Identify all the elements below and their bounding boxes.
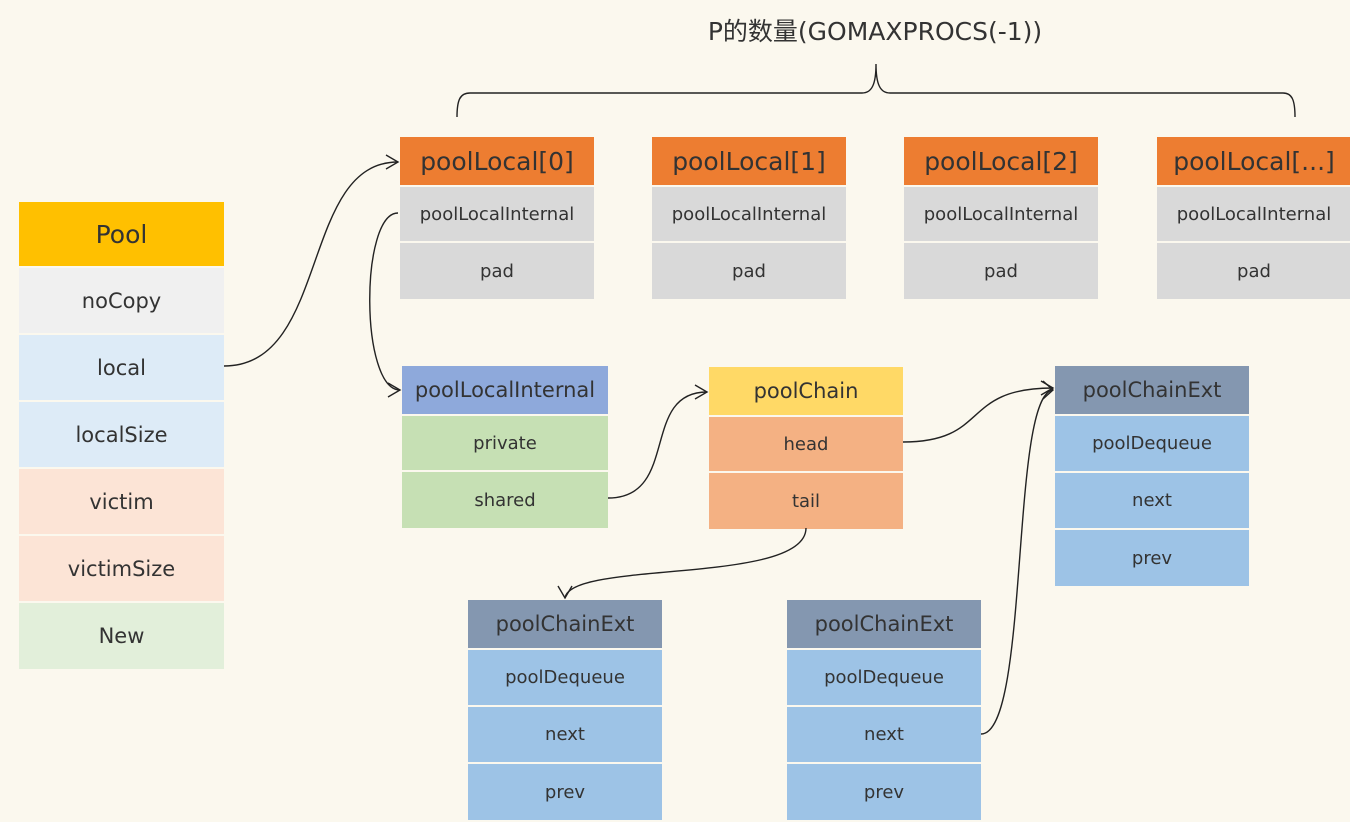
chain-field-tail: tail [709, 473, 903, 529]
arrowhead [385, 154, 400, 170]
internal-header: poolLocalInternal [402, 366, 608, 416]
pool-local-header: poolLocal[1] [652, 137, 846, 187]
pool-local-pad-field: pad [904, 243, 1098, 299]
pool-field-victim: victim [19, 469, 224, 536]
chain-field-head: head [709, 417, 903, 473]
pool-local-internal-field: poolLocalInternal [904, 187, 1098, 243]
ext-field-next: next [1055, 473, 1249, 530]
pool-local-header: poolLocal[2] [904, 137, 1098, 187]
pool-local-n: poolLocal[...] poolLocalInternal pad [1157, 137, 1350, 299]
pool-local-internal-field: poolLocalInternal [1157, 187, 1350, 243]
pool-struct: Pool noCopy local localSize victim victi… [19, 202, 224, 669]
ext-field-next: next [787, 707, 981, 764]
pool-local-pad-field: pad [1157, 243, 1350, 299]
pool-chain-struct: poolChain head tail [709, 367, 903, 529]
internal-field-private: private [402, 416, 608, 472]
arrowhead [387, 382, 402, 398]
pool-field-victimsize: victimSize [19, 536, 224, 603]
head-to-ext-arrow [902, 387, 1054, 443]
pool-local-internal-field: poolLocalInternal [652, 187, 846, 243]
ext-field-next: next [468, 707, 662, 764]
pool-field-local: local [19, 335, 224, 402]
chain-header: poolChain [709, 367, 903, 417]
arrowhead [694, 384, 709, 400]
pool-local-internal-field: poolLocalInternal [400, 187, 594, 243]
ext-field-prev: prev [1055, 530, 1249, 586]
ext-field-prev: prev [787, 764, 981, 820]
pool-local-header: poolLocal[...] [1157, 137, 1350, 187]
arrowhead [557, 585, 573, 600]
ext-header: poolChainExt [468, 600, 662, 650]
pool-local-pad-field: pad [400, 243, 594, 299]
pool-chain-ext-left: poolChainExt poolDequeue next prev [468, 600, 662, 820]
tail-to-ext-arrow [564, 527, 807, 599]
shared-to-chain-arrow [607, 391, 708, 499]
internal-field-shared: shared [402, 472, 608, 528]
p-count-brace [456, 63, 1296, 118]
ext-field-pooldequeue: poolDequeue [787, 650, 981, 707]
ext-field-pooldequeue: poolDequeue [1055, 416, 1249, 473]
ext-header: poolChainExt [1055, 366, 1249, 416]
ext-header: poolChainExt [787, 600, 981, 650]
pool-field-nocopy: noCopy [19, 268, 224, 335]
pool-chain-ext-top: poolChainExt poolDequeue next prev [1055, 366, 1249, 586]
internal-link-arrow [369, 212, 401, 391]
pool-local-pad-field: pad [652, 243, 846, 299]
next-to-ext-arrow [980, 389, 1054, 735]
pool-local-internal-struct: poolLocalInternal private shared [402, 366, 608, 528]
pool-local-2: poolLocal[2] poolLocalInternal pad [904, 137, 1098, 299]
pool-local-header: poolLocal[0] [400, 137, 594, 187]
arrowhead [1042, 380, 1055, 400]
pool-chain-ext-right: poolChainExt poolDequeue next prev [787, 600, 981, 820]
ext-field-prev: prev [468, 764, 662, 820]
pool-local-0: poolLocal[0] poolLocalInternal pad [400, 137, 594, 299]
diagram-title: P的数量(GOMAXPROCS(-1)) [707, 17, 1043, 46]
pool-field-localsize: localSize [19, 402, 224, 469]
pool-field-new: New [19, 603, 224, 669]
pool-local-1: poolLocal[1] poolLocalInternal pad [652, 137, 846, 299]
local-to-poollocal-arrow [223, 161, 399, 367]
ext-field-pooldequeue: poolDequeue [468, 650, 662, 707]
pool-header: Pool [19, 202, 224, 268]
